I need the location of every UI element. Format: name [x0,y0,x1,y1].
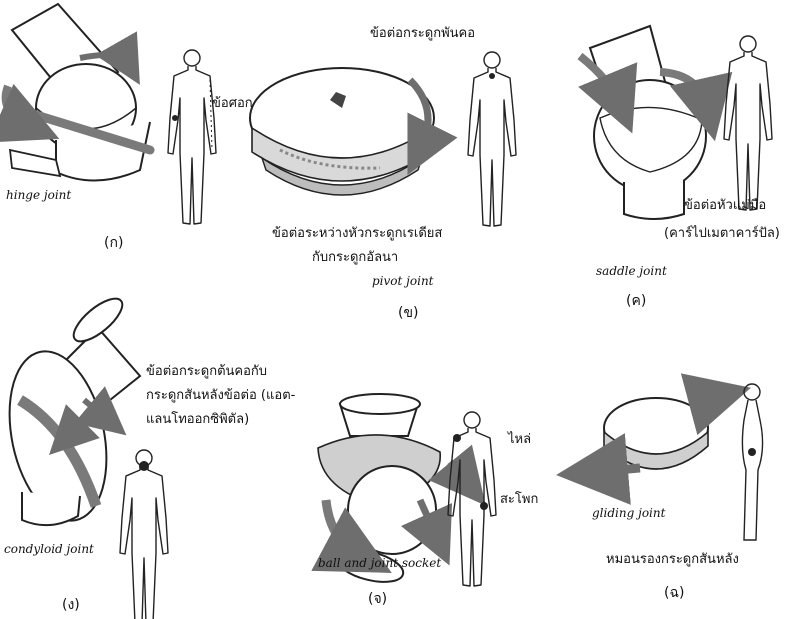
saddle-thai-label-2: (คาร์ไปเมตาคาร์ปัล) [664,222,780,243]
saddle-thai-label-1: ข้อต่อหัวแม่มือ [684,194,766,215]
hinge-joint-illustration [6,4,150,181]
condyloid-thai-label-1: ข้อต่อกระดูกต้นคอกับ [146,360,267,381]
pivot-body-figure [468,52,516,226]
gliding-joint-name: gliding joint [592,506,665,520]
hinge-thai-label: ข้อศอก [212,92,253,113]
pivot-thai-label-top: ข้อต่อกระดูกพันคอ [370,22,475,43]
condyloid-body-figure [120,450,168,619]
gliding-thai-label: หมอนรองกระดูกสันหลัง [606,548,739,569]
condyloid-joint-name: condyloid joint [4,542,94,556]
saddle-caption: (ค) [626,290,646,312]
gliding-caption: (ฉ) [664,582,684,604]
condyloid-thai-label-2: กระดูกสันหลังข้อต่อ (แอต- [146,384,295,405]
pivot-caption: (ข) [398,302,419,324]
pivot-joint-illustration [250,68,434,195]
saddle-joint-illustration [580,26,708,219]
gliding-joint-illustration [592,396,720,472]
saddle-body-figure [724,36,772,210]
ball-socket-body-figure [448,412,496,586]
condyloid-thai-label-3: แลนโทออกซิพิตัล) [146,408,249,429]
hinge-joint-name: hinge joint [6,188,71,202]
gliding-body-figure [742,384,762,540]
ball-thai-label-hip: สะโพก [500,488,538,509]
pivot-thai-label-1: ข้อต่อระหว่างหัวกระดูกเรเดียส [272,222,442,243]
pivot-thai-label-2: กับกระดูกอัลนา [312,246,398,267]
pivot-joint-name: pivot joint [372,274,434,288]
hinge-caption: (ก) [104,232,123,254]
condyloid-caption: (ง) [62,594,80,616]
hinge-body-figure [168,50,216,224]
condyloid-joint-illustration [0,292,140,530]
ball-joint-name: ball and joint socket [318,556,441,570]
ball-thai-label-shoulder: ไหล่ [508,428,531,449]
ball-caption: (จ) [368,588,387,610]
saddle-joint-name: saddle joint [596,264,667,278]
